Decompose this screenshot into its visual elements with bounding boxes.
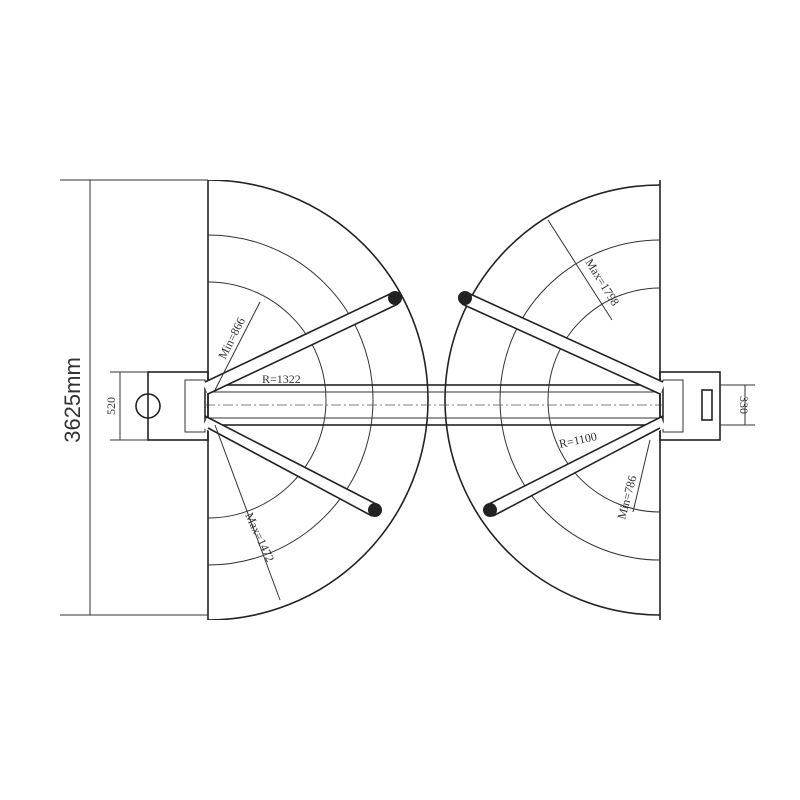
left-post-width-label: 520 xyxy=(104,397,118,415)
right-radius-label: R=1100 xyxy=(558,429,598,451)
left-post-dimension: 520 xyxy=(104,371,148,441)
right-arm-swing-area xyxy=(444,184,660,616)
lift-arms xyxy=(202,291,666,517)
right-min-label: Min=786 xyxy=(614,474,639,521)
left-min-label: Min=866 xyxy=(215,315,248,361)
right-post-dimension: 330 xyxy=(720,384,755,426)
left-radius-label: R=1322 xyxy=(262,372,301,386)
right-post xyxy=(659,371,721,441)
left-max-label: Max=1472 xyxy=(242,510,277,564)
base-beam xyxy=(204,384,664,426)
right-post-width-label: 330 xyxy=(737,396,751,414)
left-post xyxy=(135,371,209,441)
left-arm-swing-area xyxy=(208,180,429,620)
overall-dimension: 3625mm xyxy=(60,179,208,616)
overall-length-label: 3625mm xyxy=(60,357,85,443)
lift-pad xyxy=(368,291,497,517)
